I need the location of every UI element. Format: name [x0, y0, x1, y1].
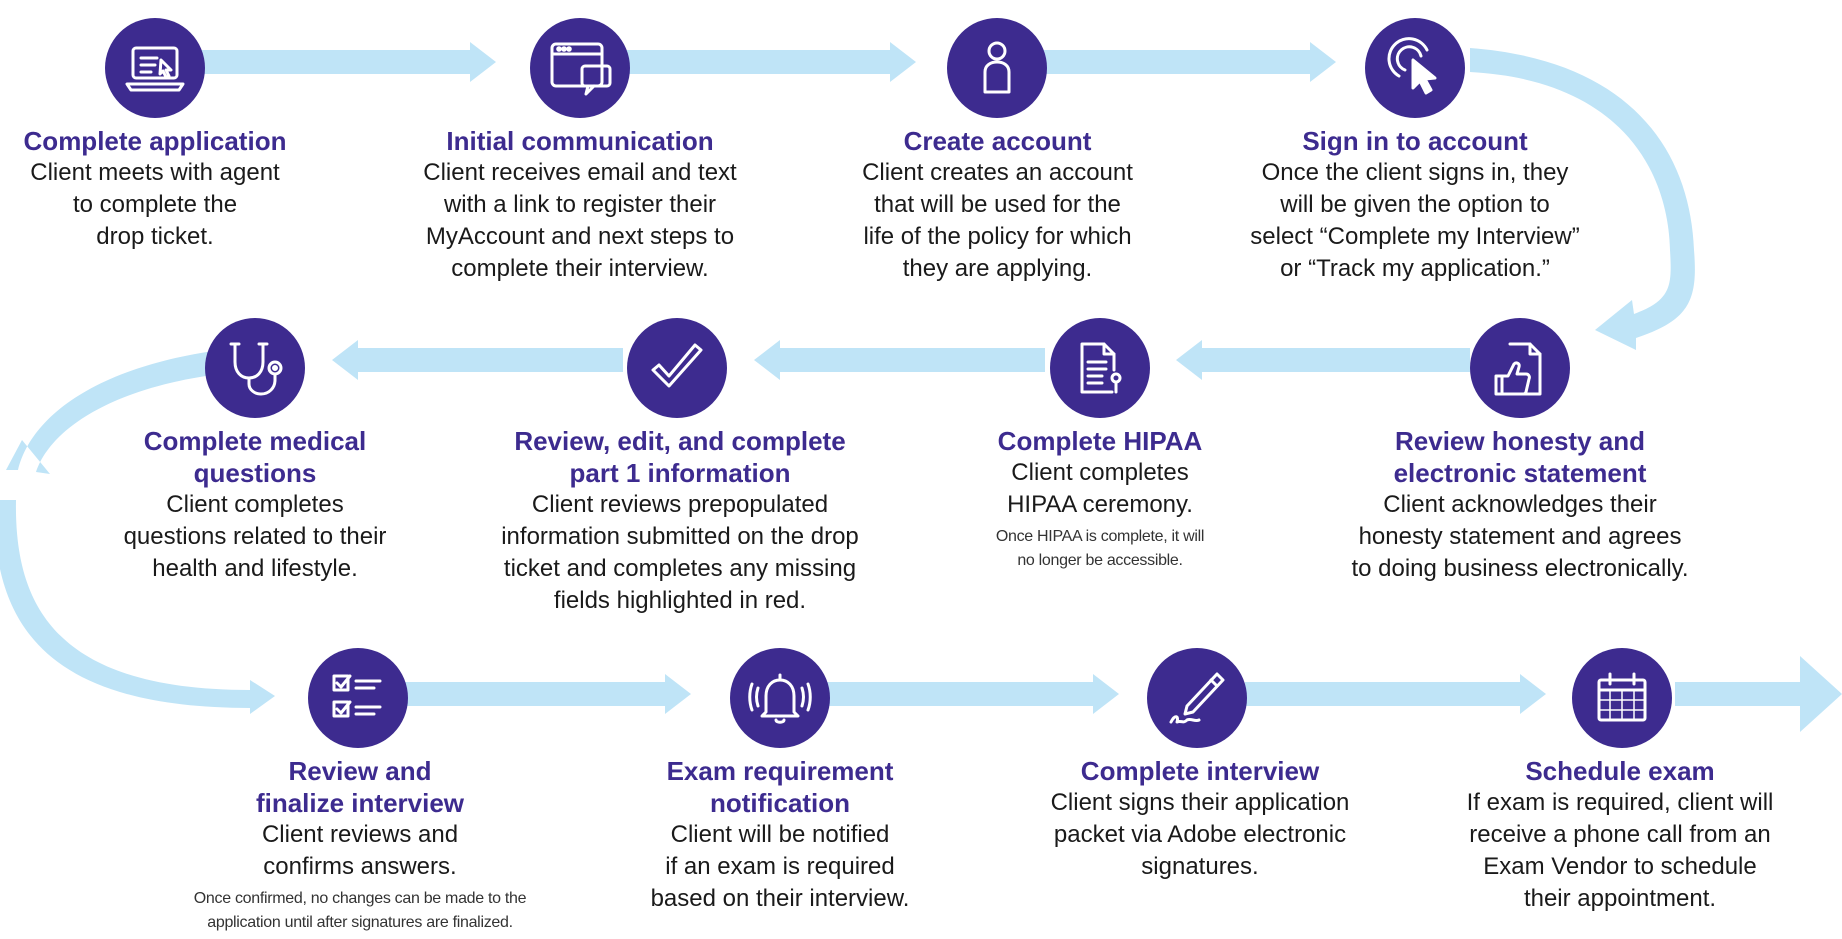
- checkmark-icon: [651, 343, 703, 388]
- step-title: Review honesty and electronic statement: [1393, 426, 1647, 488]
- flow-arrow-right: [1025, 42, 1336, 82]
- step-description: Client completes questions related to th…: [123, 491, 387, 582]
- step-title: Review and finalize interview: [255, 756, 465, 818]
- step-title: Schedule exam: [1525, 756, 1715, 786]
- step-note: Once HIPAA is complete, it will no longe…: [995, 528, 1205, 569]
- step-description: Client signs their application packet vi…: [1050, 789, 1350, 880]
- step-description: Client completes HIPAA ceremony.: [1007, 459, 1193, 518]
- step-title: Complete interview: [1080, 756, 1320, 786]
- step-title: Sign in to account: [1302, 126, 1528, 156]
- step-icon-circle: [530, 18, 630, 118]
- person-icon: [983, 41, 1011, 94]
- step-icon-circle: [1470, 318, 1570, 418]
- flow-arrow-right: [185, 42, 496, 82]
- step-title: Complete HIPAA: [997, 426, 1203, 456]
- thumbs-up-document-icon: [1494, 342, 1542, 396]
- pen-signature-icon: [1169, 672, 1225, 724]
- step-icon-circle: [730, 648, 830, 748]
- step-icon-circle: [105, 18, 205, 118]
- flow-arrow-left: [1176, 340, 1470, 380]
- step-icon-circle: [947, 18, 1047, 118]
- flow-curve-left-lower: [0, 500, 275, 714]
- calendar-icon: [1597, 672, 1647, 722]
- step-description: If exam is required, client will receive…: [1466, 789, 1774, 912]
- step-description: Client receives email and text with a li…: [423, 159, 737, 282]
- flow-arrow-right: [405, 674, 691, 714]
- cursor-click-icon: [1387, 37, 1437, 95]
- step-description: Client acknowledges their honesty statem…: [1351, 491, 1689, 582]
- step-icon-circle: [1147, 648, 1247, 748]
- flow-arrow-left: [332, 340, 623, 380]
- flow-arrow-right: [818, 674, 1119, 714]
- flow-arrow-left: [754, 340, 1045, 380]
- step-description: Client reviews prepopulated information …: [501, 491, 859, 614]
- step-description: Client will be notified if an exam is re…: [650, 821, 910, 912]
- step-icon-circle: [1365, 18, 1465, 118]
- step-description: Client meets with agent to complete the …: [30, 159, 280, 250]
- step-title: Initial communication: [446, 126, 714, 156]
- step-title: Exam requirement notification: [666, 756, 894, 818]
- step-title: Review, edit, and complete part 1 inform…: [514, 426, 846, 488]
- flow-arrow-right: [605, 42, 916, 82]
- step-description: Client creates an account that will be u…: [862, 159, 1133, 282]
- step-icon-circle: [205, 318, 305, 418]
- document-lock-icon: [1080, 342, 1122, 394]
- step-title: Complete application: [23, 126, 287, 156]
- step-description: Client reviews and confirms answers.: [261, 821, 459, 880]
- step-icon-circle: [627, 318, 727, 418]
- flow-arrow-right: [1245, 674, 1546, 714]
- laptop-form-icon: [125, 46, 185, 92]
- flow-curve-left: [6, 350, 220, 474]
- flow-curve-right: [1470, 48, 1695, 350]
- step-icon-circle: [308, 648, 408, 748]
- stethoscope-icon: [229, 342, 283, 396]
- browser-chat-icon: [550, 42, 612, 96]
- step-icon-circle: [1050, 318, 1150, 418]
- step-title: Create account: [903, 126, 1092, 156]
- flow-arrow-end: [1675, 656, 1842, 732]
- step-icon-circle: [1572, 648, 1672, 748]
- checklist-icon: [332, 674, 382, 718]
- step-note: Once confirmed, no changes can be made t…: [193, 890, 527, 931]
- step-title: Complete medical questions: [143, 426, 367, 488]
- bell-icon: [748, 673, 812, 724]
- step-description: Once the client signs in, they will be g…: [1250, 159, 1580, 282]
